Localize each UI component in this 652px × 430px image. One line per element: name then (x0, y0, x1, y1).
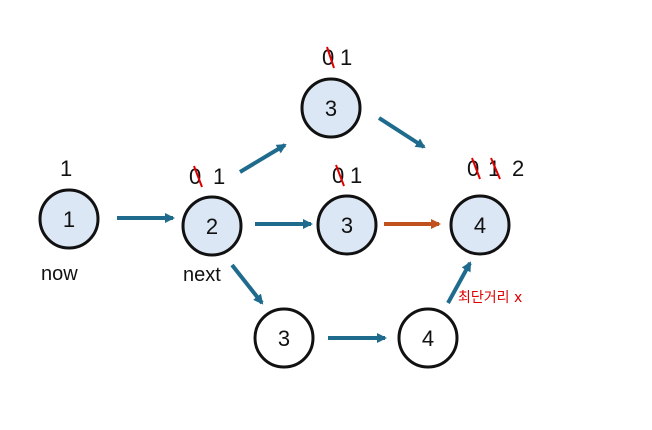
strike-mark (193, 165, 203, 188)
node-circle (300, 77, 362, 139)
edge-n3t-n4 (377, 116, 426, 149)
counter-current: 1 (350, 163, 362, 188)
node-label: 4 (474, 213, 486, 238)
counter-current: 1 (60, 156, 72, 181)
node-circle (316, 194, 378, 256)
counter-current: 2 (512, 156, 524, 181)
node-label: 2 (206, 214, 218, 239)
counter-old-value: 0 (467, 156, 479, 181)
counter-old-value: 0 (332, 163, 344, 188)
node-circle (38, 188, 100, 250)
node-n3m: 3 (316, 194, 378, 256)
node-circle (181, 195, 243, 257)
node-circle (449, 194, 511, 256)
strike-mark (326, 46, 335, 69)
node-n3t: 3 (300, 77, 362, 139)
counter-n3t: 0 1 (322, 45, 352, 70)
node-label: 3 (325, 96, 337, 121)
counter-n1: 1 (60, 156, 72, 181)
counter-current: 1 (213, 164, 225, 189)
note-not-shortest: 최단거리 x (458, 290, 522, 306)
node-n1: 1 (38, 188, 100, 250)
node-n2: 2 (181, 195, 243, 257)
node-n4: 4 (449, 194, 511, 256)
edge-n4b-n4 (446, 261, 472, 304)
counter-old-value: 0 (189, 164, 201, 189)
caption-now: now (41, 263, 78, 285)
strike-mark (471, 157, 481, 180)
node-label: 3 (278, 326, 290, 351)
counter-n4: 0 1 2 (467, 156, 524, 181)
node-label: 3 (341, 213, 353, 238)
edge-n2-n3b (230, 263, 264, 305)
counter-current: 1 (340, 45, 352, 70)
node-n3b: 3 (253, 307, 315, 369)
caption-next: next (183, 264, 221, 286)
strike-mark (335, 164, 345, 187)
node-label: 4 (422, 326, 434, 351)
edge-n2-n3t (238, 143, 287, 174)
edges (117, 116, 472, 343)
node-circle (397, 307, 459, 369)
counter-old-value: 0 (322, 45, 334, 70)
counter-n3m: 0 1 (332, 163, 362, 188)
counter-n2: 0 1 (189, 164, 225, 189)
node-circle (253, 307, 315, 369)
strike-mark (490, 157, 501, 180)
node-label: 1 (63, 207, 75, 232)
node-n4b: 4 (397, 307, 459, 369)
